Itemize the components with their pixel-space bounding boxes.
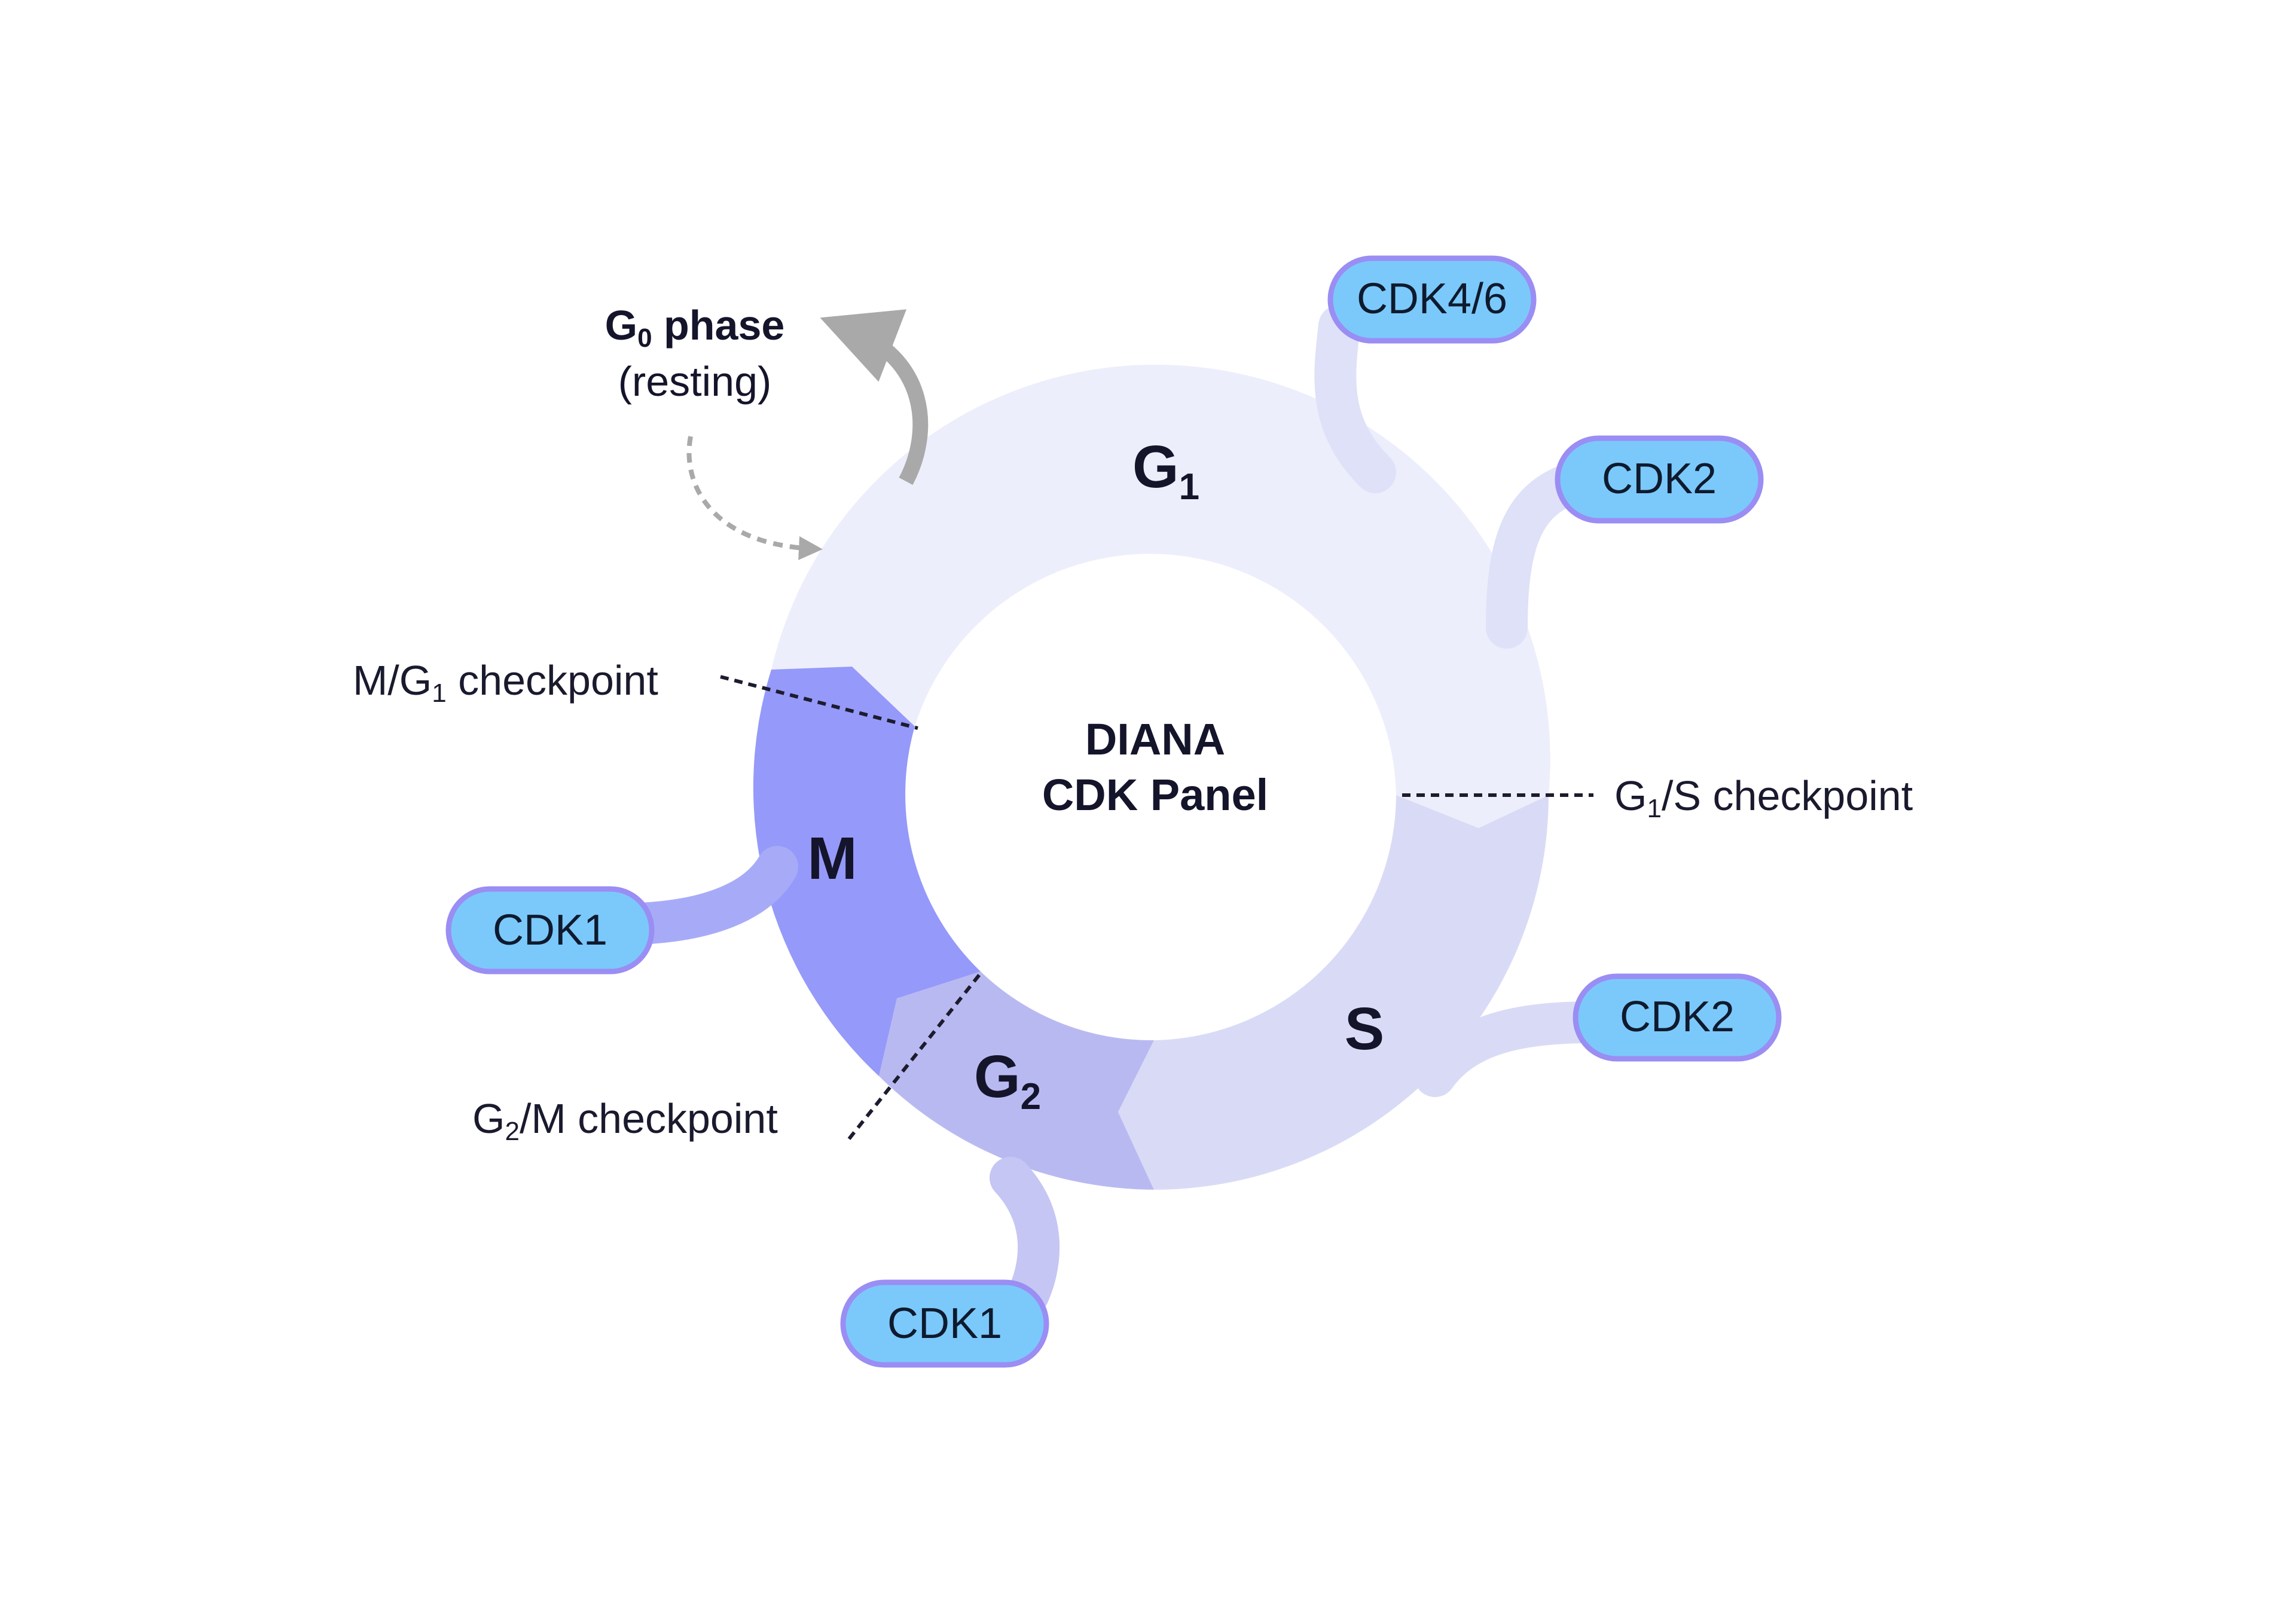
s-phase-segment xyxy=(1118,795,1549,1190)
g2-m-checkpoint-line xyxy=(847,972,982,1140)
m-phase-segment xyxy=(753,667,981,1076)
g1-phase-label: G1 xyxy=(1132,433,1199,508)
svg-text:CDK1: CDK1 xyxy=(887,1300,1002,1348)
s-phase-label: S xyxy=(1345,995,1385,1062)
g1-s-checkpoint-label: G1/S checkpoint xyxy=(1614,772,1913,823)
m-g1-checkpoint-label: M/G1 checkpoint xyxy=(353,657,658,708)
g2-m-checkpoint-label: G2/M checkpoint xyxy=(472,1095,778,1146)
svg-text:CDK1: CDK1 xyxy=(493,906,607,954)
cdk1-g2-badge: CDK1 xyxy=(840,1279,1049,1368)
cdk46-connector xyxy=(1314,305,1396,493)
m-phase-label: M xyxy=(807,825,857,892)
cdk2-s-connector xyxy=(1414,1001,1611,1097)
m-g1-checkpoint-line xyxy=(720,675,918,730)
cdk46-badge: CDK4/6 xyxy=(1327,255,1537,344)
g2-phase-label: G2 xyxy=(974,1043,1041,1117)
cdk1-m-badge: CDK1 xyxy=(445,886,655,974)
center-title-line2: CDK Panel xyxy=(1042,770,1268,820)
g0-phase-label: G0 phase xyxy=(605,302,785,353)
cdk1-m-connector xyxy=(619,846,798,945)
g2-phase-segment xyxy=(879,971,1154,1190)
svg-text:CDK4/6: CDK4/6 xyxy=(1357,275,1507,323)
cdk2-s-badge: CDK2 xyxy=(1573,973,1782,1062)
g0-exit-arrow xyxy=(820,309,929,485)
g0-return-arrow xyxy=(686,436,823,560)
cdk1-g2-connector xyxy=(990,1157,1060,1315)
svg-text:CDK2: CDK2 xyxy=(1620,993,1735,1041)
svg-text:CDK2: CDK2 xyxy=(1602,455,1717,503)
center-title-line1: DIANA xyxy=(1085,714,1225,764)
g0-resting-label: (resting) xyxy=(618,358,772,405)
cdk2-g1-badge: CDK2 xyxy=(1555,435,1764,524)
